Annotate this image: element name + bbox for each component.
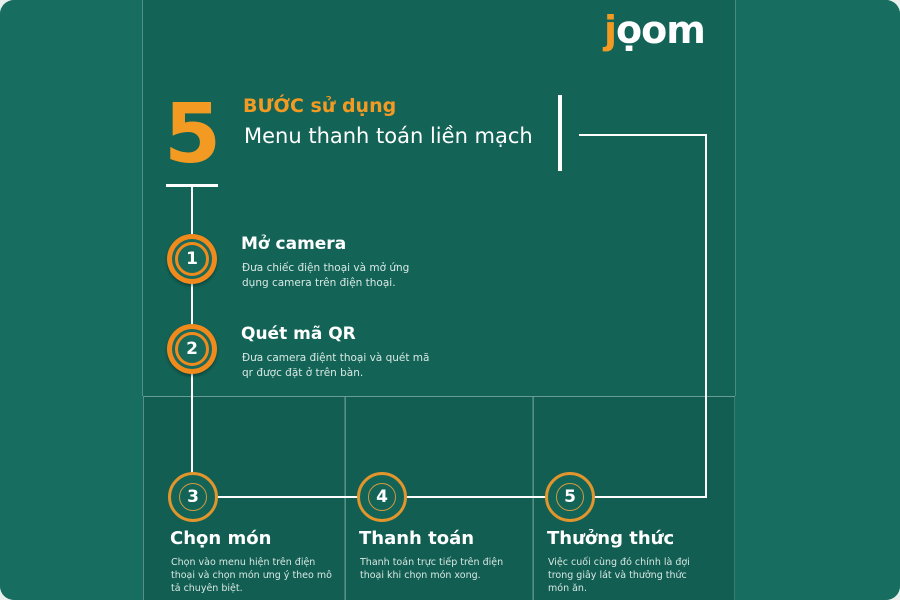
big-step-count: 5 [164, 87, 222, 182]
header-vertical-bar [558, 95, 562, 171]
connector-bottom-horizontal [215, 496, 707, 498]
logo-text: ọom [616, 8, 706, 52]
step-5-title: Thưởng thức [547, 528, 675, 549]
divider-under-five [166, 184, 218, 187]
step-4-title: Thanh toán [359, 528, 475, 549]
step-2-description: Đưa camera điệnt thoại và quét mã qr đượ… [242, 352, 430, 379]
top-panel [143, 0, 735, 396]
step-3-description: Chọn vào menu hiện trên điện thoại và ch… [171, 557, 332, 594]
brand-logo: jọom [604, 8, 706, 52]
left-margin-panel [0, 0, 143, 600]
step-2-badge: 2 [167, 324, 217, 374]
connector-top-horizontal [579, 134, 707, 136]
logo-accent-letter: j [604, 8, 617, 52]
page-title: BƯỚC sử dụng [243, 95, 397, 117]
step-4-badge: 4 [357, 472, 407, 522]
step-5-description: Việc cuối cùng đó chính là đợi trong giâ… [548, 557, 690, 594]
step-4-description: Thanh toán trực tiếp trên điện thoại khi… [360, 557, 504, 581]
right-margin-panel [735, 0, 900, 600]
step-3-badge: 3 [168, 472, 218, 522]
step-2-title: Quét mã QR [241, 324, 356, 344]
step-1-title: Mở camera [241, 234, 347, 254]
step-1-description: Đưa chiếc điện thoại và mở ứng dụng came… [242, 262, 410, 289]
page-subtitle: Menu thanh toán liền mạch [244, 124, 533, 148]
step-1-badge: 1 [167, 234, 217, 284]
step-5-badge: 5 [545, 472, 595, 522]
step-3-title: Chọn món [170, 528, 272, 549]
connector-right-vertical [705, 134, 707, 497]
